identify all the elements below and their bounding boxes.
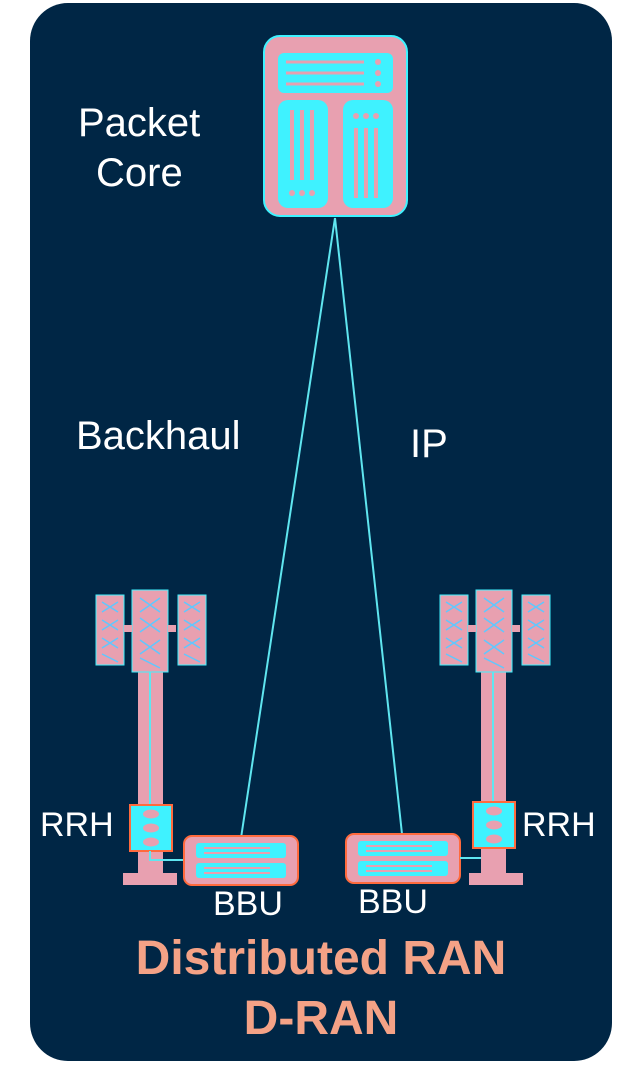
packet-core-label-line2: Core — [96, 151, 183, 195]
rrh-label-left: RRH — [40, 806, 114, 844]
packet-core-server-icon — [263, 35, 408, 217]
rrh-unit-icon — [472, 801, 516, 849]
rrh-label-right: RRH — [522, 806, 596, 844]
ip-label: IP — [410, 422, 448, 466]
diagram-title-line1: Distributed RAN — [135, 932, 507, 985]
bbu-label-left: BBU — [213, 885, 283, 923]
diagram-title-line2: D-RAN — [243, 992, 399, 1045]
backhaul-label: Backhaul — [76, 414, 241, 458]
rrh-bbu-link-left — [149, 851, 185, 861]
backhaul-link-right — [334, 217, 403, 835]
rrh-unit-icon — [129, 804, 173, 852]
bbu-unit-icon — [345, 833, 461, 884]
packet-core-label-line1: Packet — [78, 101, 201, 145]
bbu-label-right: BBU — [358, 883, 428, 921]
backhaul-link-left — [240, 217, 336, 839]
bbu-unit-icon — [183, 835, 299, 886]
